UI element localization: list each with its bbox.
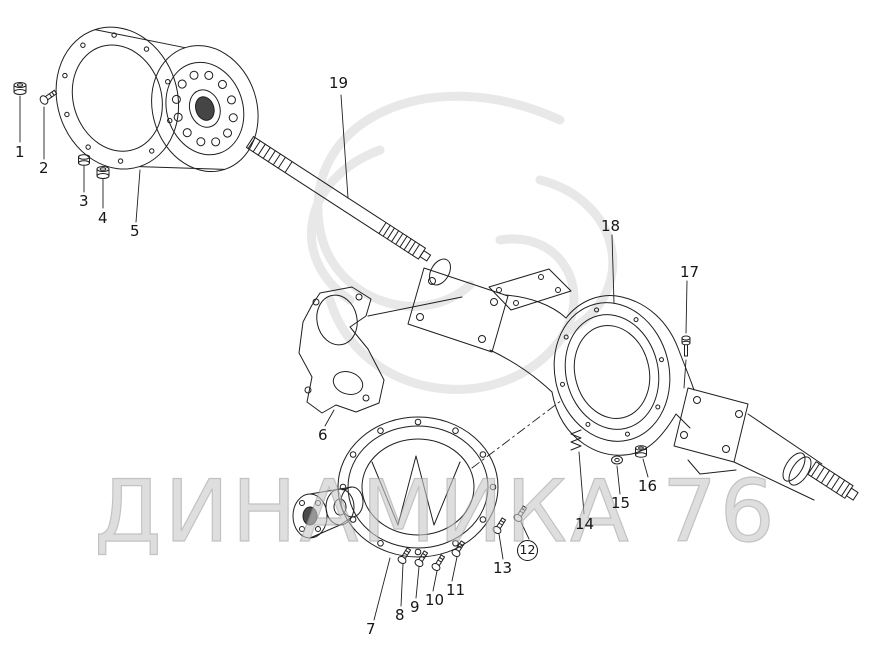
callout-leader-lines (19, 94, 688, 621)
axle-shaft-drawing (245, 136, 432, 262)
callout-1: 1 (15, 143, 25, 161)
callout-19: 19 (329, 74, 349, 92)
callout-8: 8 (395, 606, 405, 624)
callout-7: 7 (366, 620, 376, 638)
callout-18: 18 (601, 217, 621, 235)
background-swirl-watermark (306, 91, 618, 394)
callout-5: 5 (130, 222, 140, 240)
callout-11: 11 (446, 581, 466, 599)
mounting-bolts-drawing (397, 505, 528, 572)
differential-carrier-drawing (292, 416, 499, 558)
wheel-hub-drum-drawing (55, 26, 259, 173)
callout-6: 6 (318, 426, 328, 444)
callout-12-circled: 12 (517, 540, 538, 561)
callout-15: 15 (611, 494, 631, 512)
fasteners-14-17-drawing (570, 335, 691, 465)
axle-housing-drawing (407, 258, 859, 501)
callout-14: 14 (575, 515, 595, 533)
callout-16: 16 (638, 477, 658, 495)
callout-10: 10 (425, 591, 445, 609)
caliper-bracket-drawing (298, 286, 463, 414)
fasteners-1-4-drawing (13, 82, 110, 179)
callout-13: 13 (493, 559, 513, 577)
callout-4: 4 (98, 209, 108, 227)
callout-2: 2 (39, 159, 49, 177)
callout-17: 17 (680, 263, 700, 281)
callout-3: 3 (79, 192, 89, 210)
watermark-text: ДИНАМИКА 76 (94, 462, 777, 562)
callout-9: 9 (410, 598, 420, 616)
